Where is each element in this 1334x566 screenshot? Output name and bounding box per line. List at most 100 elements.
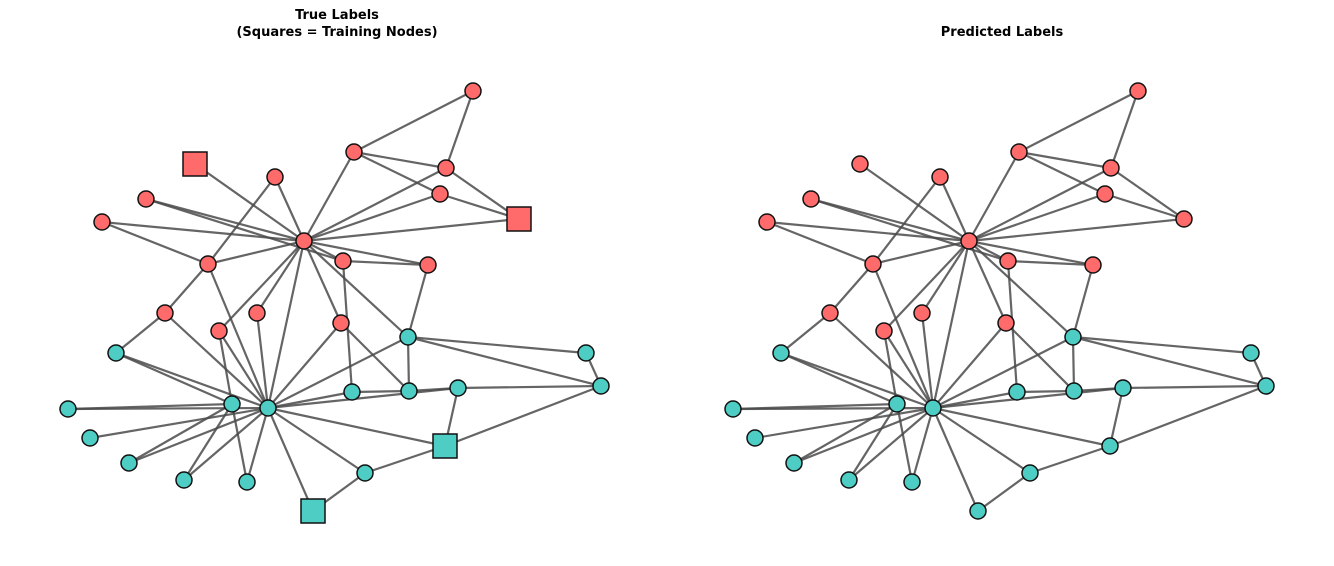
graph-edge — [938, 176, 971, 242]
graph-node — [864, 255, 882, 273]
graph-edge — [793, 406, 934, 465]
graph-edge — [872, 239, 970, 266]
graph-node — [107, 344, 125, 362]
graph-edge — [1018, 90, 1139, 153]
graph-edge — [968, 192, 1106, 243]
graph-node — [295, 232, 313, 250]
graph-edge — [1109, 90, 1140, 169]
graph-edge — [1122, 384, 1267, 390]
graph-edge — [793, 403, 898, 464]
graph-node — [1175, 210, 1193, 228]
graph-node — [1101, 437, 1119, 455]
left-panel-true-labels — [59, 82, 610, 524]
graph-node — [1242, 344, 1260, 362]
graph-edge — [848, 403, 898, 481]
graph-edge — [267, 390, 353, 410]
graph-node — [724, 400, 742, 418]
graph-edge — [872, 176, 941, 265]
graph-edge — [968, 240, 1074, 338]
graph-edge — [266, 240, 306, 409]
graph-node — [399, 328, 417, 346]
graph-edge — [267, 407, 366, 474]
graph-node — [999, 252, 1017, 270]
graph-edge — [921, 240, 970, 314]
graph-edge — [406, 264, 430, 338]
graph-node-training-square — [506, 206, 532, 232]
graph-edge — [883, 330, 934, 409]
graph-node — [120, 454, 138, 472]
graph-edge — [164, 263, 209, 314]
graph-edge — [245, 407, 270, 483]
graph-edge — [1104, 192, 1185, 221]
graph-edge — [977, 472, 1031, 512]
graph-edge — [780, 351, 934, 410]
graph-node — [199, 255, 217, 273]
graph-node — [758, 213, 776, 231]
graph-edge — [968, 239, 1094, 267]
graph-node — [888, 395, 906, 413]
graph-edge — [353, 90, 474, 153]
graph-node — [785, 454, 803, 472]
graph-edge — [207, 239, 305, 266]
graph-node — [1008, 383, 1026, 401]
graph-edge — [1018, 151, 1106, 195]
graph-edge — [342, 259, 429, 267]
graph-edge — [340, 322, 410, 392]
graph-node — [969, 502, 987, 520]
graph-edge — [303, 217, 520, 243]
graph-node — [997, 314, 1015, 332]
graph-edge — [1072, 335, 1267, 388]
graph-edge — [932, 336, 1074, 409]
graph-node — [960, 232, 978, 250]
graph-edge — [1016, 389, 1075, 394]
left-panel-title-line2: (Squares = Training Nodes) — [236, 25, 437, 40]
graph-edge — [931, 240, 971, 409]
graph-edge — [351, 389, 410, 394]
graph-edge — [829, 312, 934, 409]
graph-edge — [218, 330, 269, 409]
graph-edge — [145, 197, 305, 243]
graph-edge — [267, 386, 459, 410]
graph-node — [875, 322, 893, 340]
graph-edge — [457, 384, 602, 390]
graph-node — [437, 159, 455, 177]
graph-node — [59, 400, 77, 418]
graph-node — [1065, 382, 1083, 400]
graph-node — [1096, 185, 1114, 203]
graph-edge — [183, 403, 233, 481]
graph-edge — [194, 163, 305, 242]
graph-node — [840, 471, 858, 489]
left-panel-nodes — [59, 82, 610, 524]
graph-edge — [303, 151, 355, 242]
graph-node — [400, 382, 418, 400]
graph-edge — [145, 197, 344, 263]
graph-node — [1257, 377, 1275, 395]
graph-edge — [1018, 150, 1112, 170]
right-panel-edges — [732, 90, 1268, 512]
graph-edge — [303, 167, 447, 242]
graph-edge — [883, 240, 970, 332]
graph-edge — [967, 240, 1008, 324]
graph-node — [156, 304, 174, 322]
graph-node-training-square — [182, 151, 208, 177]
graph-edge — [230, 403, 249, 483]
graph-node — [137, 190, 155, 208]
graph-edge — [128, 403, 233, 464]
graph-node — [345, 143, 363, 161]
graph-node — [802, 190, 820, 208]
graph-node — [343, 383, 361, 401]
graph-edge — [968, 167, 1112, 242]
graph-node — [334, 252, 352, 270]
graph-edge — [968, 217, 1185, 243]
graph-node — [913, 304, 931, 322]
graph-node — [431, 185, 449, 203]
graph-node — [259, 399, 277, 417]
graph-node — [1102, 159, 1120, 177]
graph-edge — [932, 386, 1124, 410]
graph-node — [449, 379, 467, 397]
graph-edge — [932, 406, 1111, 448]
graph-edge — [810, 197, 970, 243]
right-panel-predicted-labels — [724, 82, 1275, 520]
graph-edge — [206, 263, 270, 409]
